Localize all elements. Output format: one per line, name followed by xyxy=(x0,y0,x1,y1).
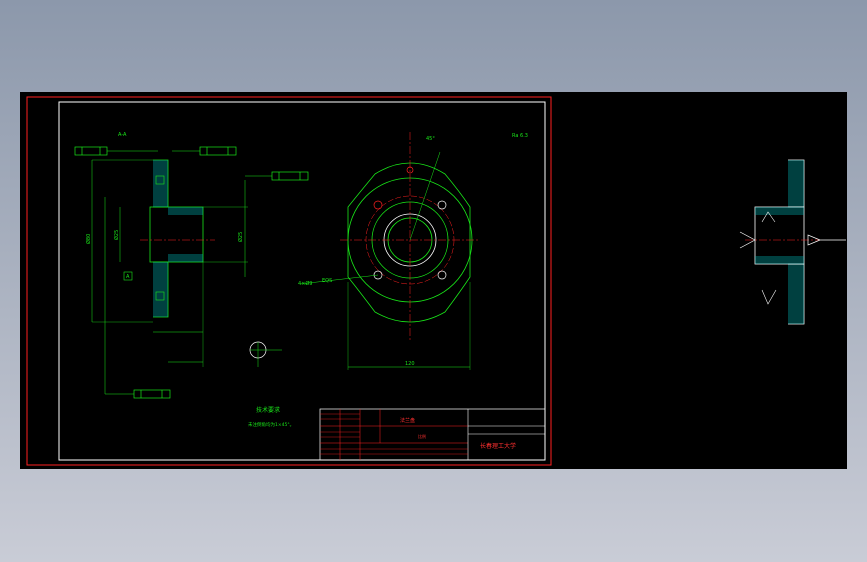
surface-note: Ra 6.3 xyxy=(512,133,528,139)
datum-a: A xyxy=(126,274,130,280)
tech-req-text: 未注倒角均为1×45°。 xyxy=(248,421,294,428)
diameter-dim-3: Ø25 xyxy=(237,232,244,242)
bore-section xyxy=(149,206,204,263)
tech-req-title: 技术要求 xyxy=(256,406,280,414)
detail-view xyxy=(249,341,282,367)
section-view: A-A Ø80 Ø25 A xyxy=(74,132,309,399)
angle-label: 45° xyxy=(426,136,435,142)
diameter-dim-1: Ø80 xyxy=(85,234,92,244)
tolerance-frame-right xyxy=(199,146,237,156)
drawing-svg: A-A Ø80 Ø25 A xyxy=(26,96,846,466)
front-view: 45° 4×Ø9 EQS 120 Ra 6.3 xyxy=(298,132,528,370)
flange-outline xyxy=(347,162,471,323)
cad-drawing-canvas[interactable]: A-A Ø80 Ø25 A xyxy=(20,92,847,469)
hatch-top xyxy=(153,160,168,207)
inner-border xyxy=(58,101,546,461)
width-dim: 120 xyxy=(405,361,415,367)
tolerance-frame-left xyxy=(74,146,108,156)
outer-border xyxy=(26,96,552,466)
hole-callout-2: EQS xyxy=(322,278,332,284)
bolt-hole-1 xyxy=(373,200,383,210)
hole-callout-1: 4×Ø9 xyxy=(298,280,313,287)
title-block: 法兰盘 比例 长春理工大学 xyxy=(319,408,546,461)
title-scale: 比例 xyxy=(418,433,426,439)
bolt-hole-2 xyxy=(437,200,447,210)
hatch-bottom xyxy=(153,262,168,317)
diameter-dim-2: Ø25 xyxy=(113,230,120,240)
side-detail xyxy=(739,159,846,325)
bolt-hole-3 xyxy=(373,270,383,280)
bolt-hole-4 xyxy=(437,270,447,280)
section-label: A-A xyxy=(118,132,127,138)
title-part-name: 法兰盘 xyxy=(400,417,415,424)
title-school: 长春理工大学 xyxy=(480,442,516,450)
